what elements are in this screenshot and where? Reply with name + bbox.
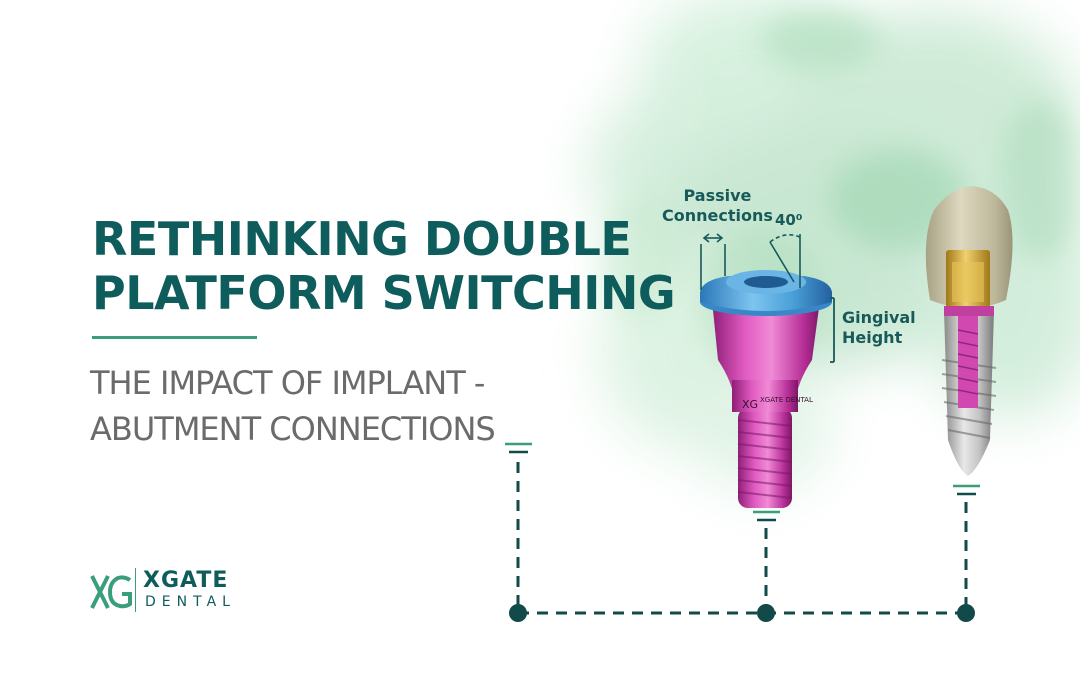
abutment-screw [737,408,793,508]
gingival-label-line-1: Gingival [842,308,916,327]
gingival-label-line-2: Height [842,328,903,347]
abutment-engraving-mark: XG [742,398,758,411]
passive-label-line-1: Passive [683,186,752,205]
subtitle-line-1: THE IMPACT OF IMPLANT - [90,364,485,402]
angle-label: 40⁰ [775,211,803,229]
passive-connections-label: Passive Connections [662,186,773,226]
page-subtitle: THE IMPACT OF IMPLANT - ABUTMENT CONNECT… [90,360,496,452]
logo-divider [135,568,136,612]
title-line-1: RETHINKING DOUBLE [92,212,632,266]
abutment-illustration: XG XGATE DENTAL [700,270,832,508]
gingival-height-bracket [830,297,835,363]
page-title: RETHINKING DOUBLE PLATFORM SWITCHING [92,212,676,320]
implant-crown-illustration [925,186,1013,476]
xgate-dental-logo: XGATE DENTAL [90,568,270,616]
title-line-2: PLATFORM SWITCHING [92,266,676,320]
abutment-engraving-text: XGATE DENTAL [760,396,813,404]
xg-logo-icon [90,575,132,609]
passive-label-line-2: Connections [662,206,773,225]
angle-indicator [769,234,803,288]
connector-lines [516,462,968,615]
passive-connections-indicator [700,233,726,290]
ground-marks [505,442,980,522]
subtitle-line-2: ABUTMENT CONNECTIONS [90,410,496,448]
logo-tagline: DENTAL [145,594,236,610]
logo-name: XGATE [143,568,229,593]
connector-nodes [509,604,975,622]
title-divider [92,336,257,339]
gingival-height-label: Gingival Height [842,308,916,348]
